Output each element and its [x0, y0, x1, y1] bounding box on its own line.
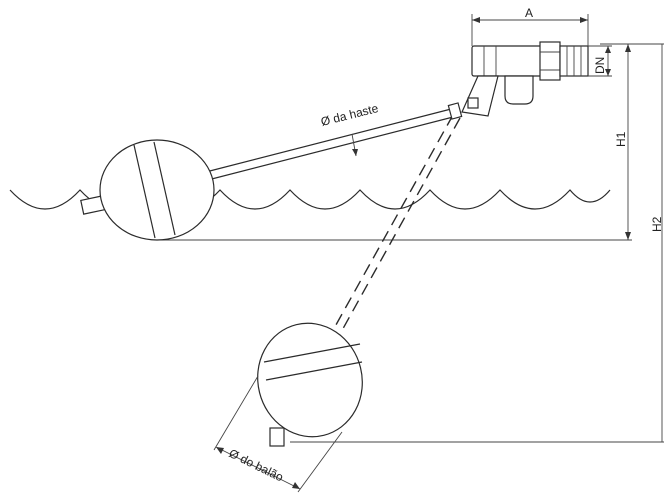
ball-diameter-label: Ø do balão [227, 446, 286, 484]
dim-dn-arrow-bottom [605, 69, 611, 76]
float-valve-body [447, 41, 589, 120]
ball-diameter-line [215, 446, 301, 490]
dim-dn-label: DN [593, 57, 607, 74]
ball-diameter-ext-left [213, 375, 259, 451]
ball-diameter-arrow-right [292, 482, 300, 489]
rod-diameter-arrow [352, 149, 358, 156]
valve-main-body [471, 45, 543, 77]
dim-h2-label: H2 [650, 216, 664, 232]
ball-diameter-ext-right [297, 431, 343, 493]
dim-a-arrow-left [472, 17, 480, 23]
float-ball-lowered [257, 322, 363, 447]
float-ball-upper-band-left [133, 144, 156, 239]
float-ball-upper [80, 139, 215, 241]
float-ball-upper-body [99, 139, 215, 241]
valve-hex-nut [539, 41, 561, 81]
float-rod-upper-top [197, 107, 456, 175]
float-rod-lowered-right [339, 117, 461, 335]
rod-diameter-label: Ø da haste [319, 101, 380, 129]
float-ball-lowered-band-bottom [265, 361, 363, 381]
dim-h1-arrow-bottom [625, 232, 631, 240]
dim-a-arrow-right [580, 17, 588, 23]
dimension-h2: H2 [650, 44, 664, 442]
float-ball-upper-band-right [153, 141, 176, 236]
dimension-a: A [471, 6, 589, 46]
valve-outlet-elbow [504, 75, 534, 105]
dim-h1-label: H1 [614, 131, 628, 147]
rod-clamp [447, 102, 463, 120]
dimension-dn: DN [588, 45, 612, 77]
float-ball-lowered-band-top [263, 343, 361, 363]
float-rod-upper-bottom [199, 115, 458, 183]
dim-a-label: A [525, 6, 533, 20]
rod-diameter-callout: Ø da haste [319, 101, 380, 157]
float-ball-lowered-stub [269, 427, 285, 447]
float-ball-lowered-body [257, 322, 363, 438]
float-rod-lowered-left [331, 114, 454, 333]
valve-lever-pin [467, 97, 479, 109]
ball-diameter-arrow-left [216, 447, 224, 454]
dimension-h1: H1 [614, 44, 631, 240]
dim-h1-arrow-top [625, 44, 631, 52]
dim-dn-arrow-top [605, 46, 611, 53]
valve-lever-arm [461, 75, 499, 117]
